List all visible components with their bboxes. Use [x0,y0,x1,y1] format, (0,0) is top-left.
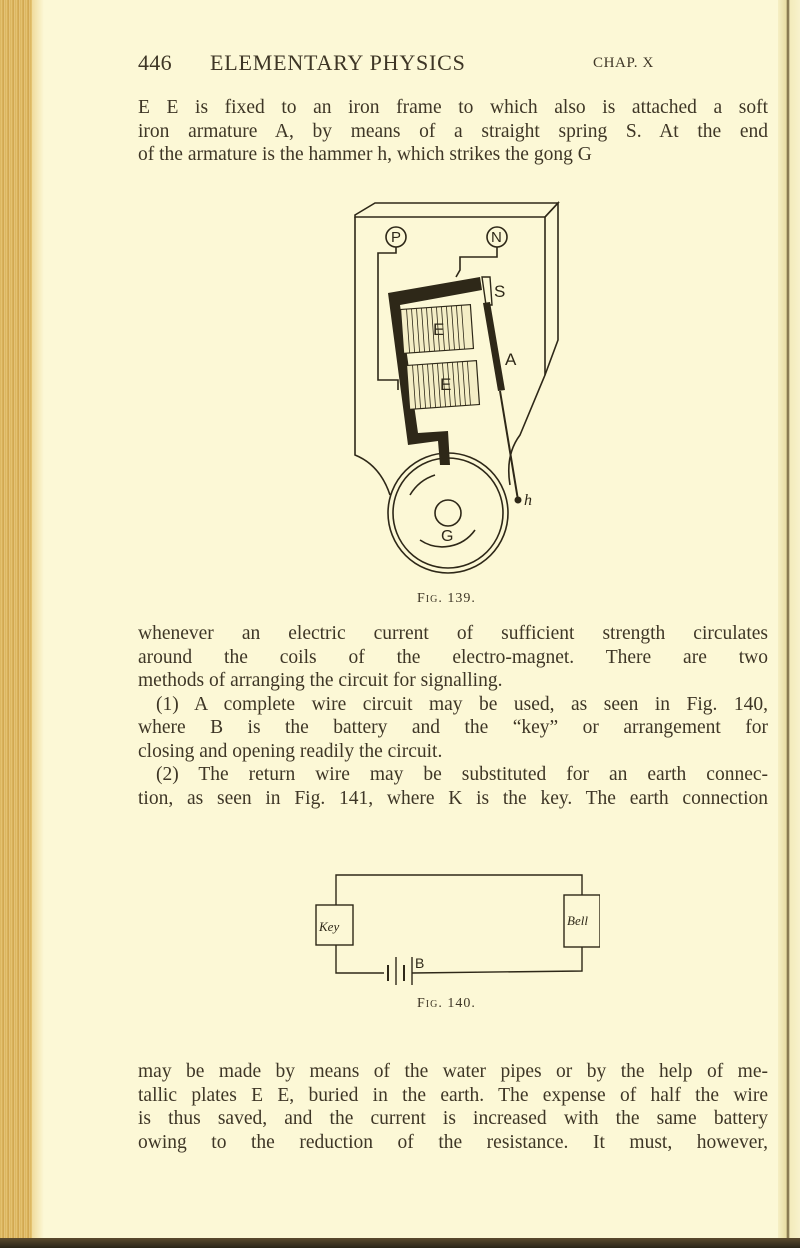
text-line: (1) A complete wire circuit may be used,… [156,693,768,715]
text-line: tallic plates E E, buried in the earth. … [138,1084,768,1106]
paragraph-middle: whenever an electric current of sufficie… [138,622,768,810]
figure-139-caption: Fig. 139. [417,591,476,606]
book-gutter-right [778,0,800,1248]
label-coil-lower: E [440,375,451,394]
label-n: N [491,229,502,246]
label-bell: Bell [567,913,588,928]
figure-140-circuit: Key Bell B [300,865,600,985]
label-battery: B [415,955,424,971]
page-number: 446 [138,50,172,75]
label-s: S [494,282,505,301]
label-g: G [441,528,453,545]
text-line: (2) The return wire may be substituted f… [156,764,768,785]
paragraph-bottom: may be made by means of the water pipes … [138,1060,768,1154]
text-line: whenever an electric current of sufficie… [138,623,768,644]
bell-circuit-diagram: Key Bell B [315,874,600,985]
figure-140-caption: Fig. 140. [417,996,476,1011]
figure-139-electric-bell: P N S E E A G h [300,195,570,575]
text-line: may be made by means of the water pipes … [138,1061,768,1082]
text-line: closing and opening readily the circuit. [138,740,443,762]
book-fore-edge-left [0,0,32,1248]
text-line: of the armature is the hammer h, which s… [138,144,592,165]
electric-bell-diagram: P N S E E A G h [354,200,560,574]
text-line: iron armature A, by means of a straight … [138,120,768,142]
label-key: Key [318,919,339,934]
chapter-label: CHAP. X [593,55,654,71]
text-line: E E is fixed to an iron frame to which a… [138,97,768,118]
page-shadow-left [32,0,44,1248]
label-coil-upper: E [433,320,444,339]
page-bottom-edge [0,1238,800,1248]
label-p: P [391,229,401,246]
text-line: tion, as seen in Fig. 141, where K is th… [138,787,768,809]
running-head: 446 ELEMENTARY PHYSICS CHAP. X [138,50,798,80]
label-h: h [524,492,532,509]
text-line: around the coils of the electro-magnet. … [138,646,768,668]
label-a: A [505,350,517,369]
text-line: where B is the battery and the “key” or … [138,717,768,738]
text-line: methods of arranging the circuit for sig… [138,670,503,691]
paragraph-top: E E is fixed to an iron frame to which a… [138,96,768,167]
text-line: is thus saved, and the current is increa… [138,1108,768,1129]
book-title: ELEMENTARY PHYSICS [210,50,466,75]
text-line: owing to the reduction of the resistance… [138,1131,768,1153]
